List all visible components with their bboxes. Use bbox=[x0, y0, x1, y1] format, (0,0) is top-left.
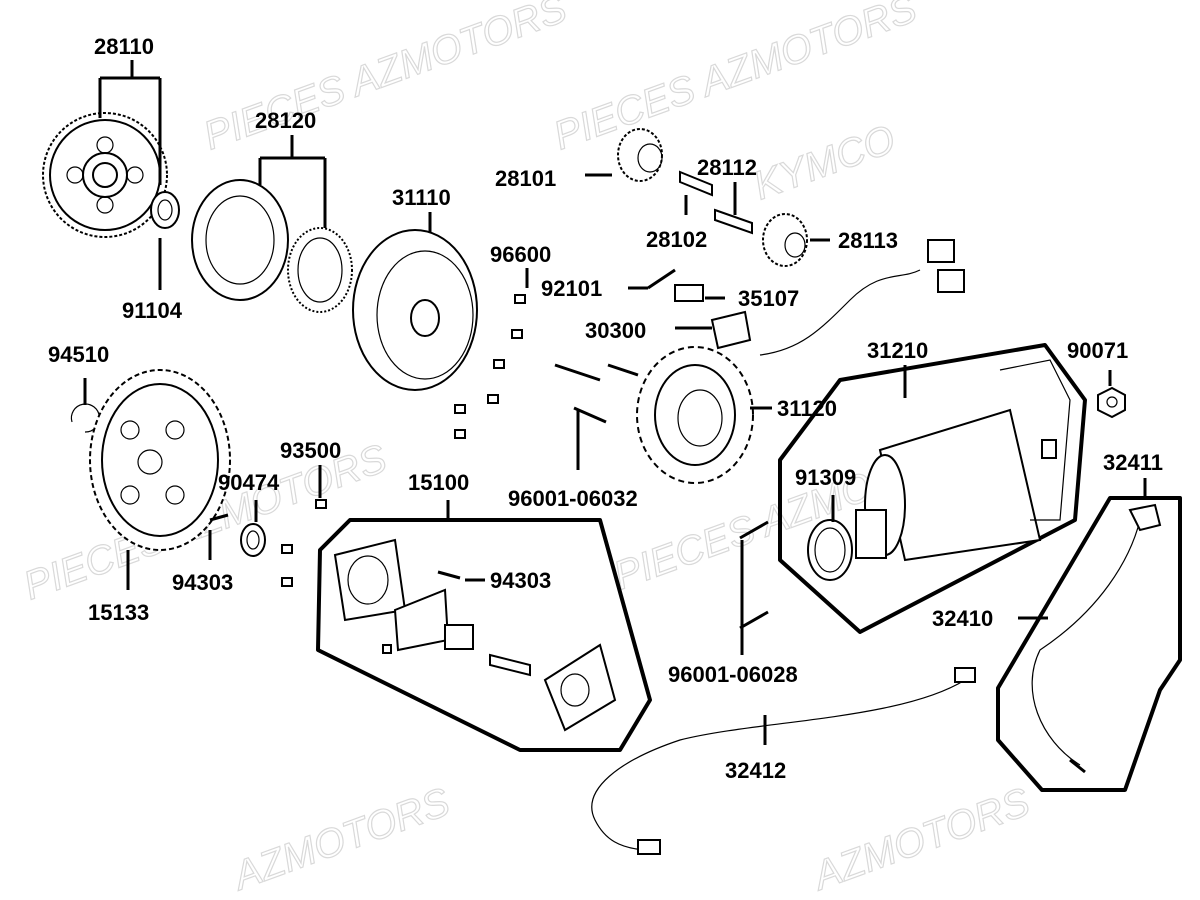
leader-lines bbox=[83, 60, 1147, 745]
bolts-96600 bbox=[454, 294, 526, 439]
label-28113: 28113 bbox=[838, 228, 898, 253]
label-96600: 96600 bbox=[490, 242, 551, 267]
shaft-28102 bbox=[679, 170, 713, 197]
needle-bearing-91104 bbox=[150, 191, 180, 229]
label-32411: 32411 bbox=[1103, 450, 1163, 475]
label-91104: 91104 bbox=[122, 298, 183, 323]
screw-92101 bbox=[647, 268, 676, 290]
label-28120: 28120 bbox=[255, 108, 316, 133]
label-90474: 90474 bbox=[218, 470, 280, 495]
nut-90071 bbox=[1097, 386, 1126, 419]
label-28101: 28101 bbox=[495, 166, 556, 191]
ground-cable-32412 bbox=[591, 667, 976, 855]
pickup-35107 bbox=[674, 284, 704, 302]
label-93500: 93500 bbox=[280, 438, 341, 463]
o-ring-91309 bbox=[807, 519, 853, 581]
clutch-plate-28120 bbox=[191, 179, 289, 301]
oil-pump-gear-15133 bbox=[89, 369, 231, 551]
watermark-text: AZMOTORS bbox=[226, 780, 456, 899]
label-94510: 94510 bbox=[48, 342, 109, 367]
washer-90474 bbox=[240, 523, 266, 557]
one-way-clutch-ring bbox=[287, 227, 353, 313]
label-96001-06032: 96001-06032 bbox=[508, 486, 638, 511]
shaft-28112 bbox=[714, 208, 753, 235]
label-15133: 15133 bbox=[88, 600, 149, 625]
group-outline-15100 bbox=[316, 518, 652, 752]
label-31110: 31110 bbox=[392, 185, 451, 210]
pin-94303-left bbox=[209, 513, 229, 522]
watermark-text: AZMOTORS bbox=[806, 780, 1036, 899]
starter-gear-28110 bbox=[42, 112, 168, 238]
label-15100: 15100 bbox=[408, 470, 469, 495]
bolts-96001-06028 bbox=[739, 520, 769, 630]
label-94303-left: 94303 bbox=[172, 570, 233, 595]
part-number-labels: 28110 91104 28120 31110 28101 28112 2810… bbox=[48, 34, 1163, 783]
label-32412: 32412 bbox=[725, 758, 786, 783]
label-35107: 35107 bbox=[738, 286, 799, 311]
screws-93500 bbox=[281, 499, 327, 587]
reduction-gear-28101 bbox=[617, 128, 663, 182]
bolts-96001-06032 bbox=[554, 363, 639, 424]
label-28102: 28102 bbox=[646, 227, 707, 252]
label-94303-right: 94303 bbox=[490, 568, 551, 593]
stator-31120 bbox=[636, 346, 754, 484]
starter-motor-31210 bbox=[855, 359, 1071, 562]
stator-harness bbox=[759, 239, 965, 356]
pulse-sensor-30300 bbox=[710, 310, 752, 350]
label-92101: 92101 bbox=[541, 276, 602, 301]
label-91309: 91309 bbox=[795, 465, 856, 490]
label-90071: 90071 bbox=[1067, 338, 1128, 363]
label-31120: 31120 bbox=[777, 396, 837, 421]
label-96001-06028: 96001-06028 bbox=[668, 662, 798, 687]
oil-pump-parts-15100 bbox=[333, 538, 617, 732]
label-32410: 32410 bbox=[932, 606, 993, 631]
label-30300: 30300 bbox=[585, 318, 646, 343]
watermark-text: PIECES AZMOTORS bbox=[198, 0, 573, 158]
watermark-text: KYMCO bbox=[748, 117, 901, 209]
label-28112: 28112 bbox=[697, 155, 757, 180]
flywheel-31110 bbox=[352, 229, 478, 391]
idle-gear-28113 bbox=[762, 213, 808, 267]
group-outline-32410 bbox=[996, 496, 1182, 792]
group-outline-31210 bbox=[778, 343, 1087, 634]
label-28110: 28110 bbox=[94, 34, 154, 59]
starter-cable-32411 bbox=[1031, 503, 1162, 774]
label-31210: 31210 bbox=[867, 338, 928, 363]
